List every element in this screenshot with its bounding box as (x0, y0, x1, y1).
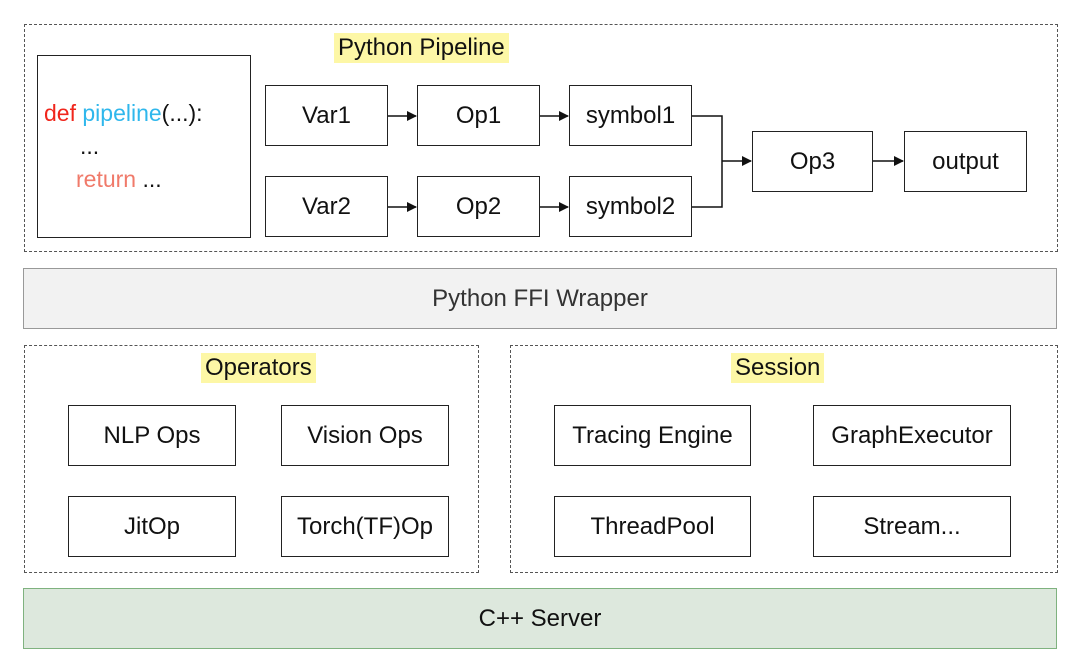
cpp-server-label: C++ Server (478, 604, 602, 632)
session-graph-executor: GraphExecutor (813, 405, 1011, 466)
function-args: (...): (161, 100, 203, 126)
code-snippet-box: def pipeline(...): ... return ... (37, 55, 251, 238)
session-region (510, 345, 1058, 573)
node-op2: Op2 (417, 176, 540, 237)
node-symbol2: symbol2 (569, 176, 692, 237)
node-op1: Op1 (417, 85, 540, 146)
operator-jitop: JitOp (68, 496, 236, 557)
python-pipeline-title: Python Pipeline (334, 33, 509, 63)
node-var2: Var2 (265, 176, 388, 237)
return-keyword: return (76, 166, 137, 192)
cpp-server-band: C++ Server (23, 588, 1057, 649)
ffi-wrapper-label: Python FFI Wrapper (432, 284, 648, 312)
session-threadpool: ThreadPool (554, 496, 751, 557)
operators-region (24, 345, 479, 573)
session-tracing-engine: Tracing Engine (554, 405, 751, 466)
node-var1: Var1 (265, 85, 388, 146)
operator-torch-tf-op: Torch(TF)Op (281, 496, 449, 557)
code-snippet: def pipeline(...): ... return ... (44, 97, 203, 196)
node-output: output (904, 131, 1027, 192)
code-line-body: ... (80, 133, 100, 159)
session-title: Session (731, 353, 825, 383)
node-symbol1: symbol1 (569, 85, 692, 146)
code-line-def: def pipeline(...): (44, 97, 203, 130)
node-op3: Op3 (752, 131, 873, 192)
return-value: ... (136, 166, 162, 192)
operator-nlp-ops: NLP Ops (68, 405, 236, 466)
def-keyword: def (44, 100, 76, 126)
code-line-return: return ... (44, 163, 203, 196)
ffi-wrapper-band: Python FFI Wrapper (23, 268, 1057, 329)
session-stream: Stream... (813, 496, 1011, 557)
python-pipeline-region (24, 24, 1058, 252)
operator-vision-ops: Vision Ops (281, 405, 449, 466)
operators-title: Operators (201, 353, 316, 383)
connector-symbol1-join (692, 115, 723, 161)
function-name: pipeline (82, 100, 162, 126)
connector-symbol2-join (692, 161, 723, 208)
